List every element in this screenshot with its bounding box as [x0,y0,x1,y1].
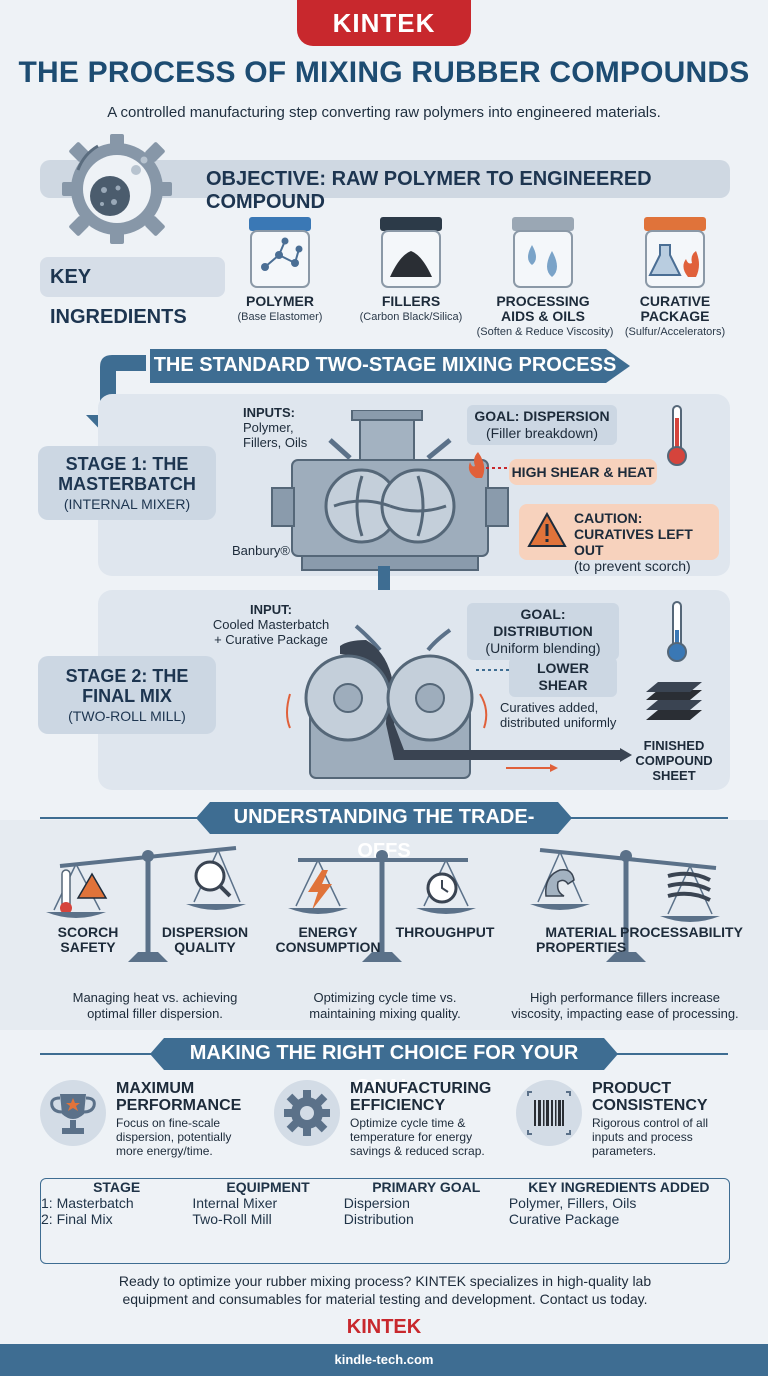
ingredient-name: PROCESSING AIDS & OILS [496,293,590,324]
table-cell: Polymer, Fillers, Oils [508,1195,637,1211]
stage2-sub: (TWO-ROLL MILL) [68,708,186,724]
choices-banner-shape [40,1038,728,1070]
tradeoff-left: ENERGY CONSUMPTION [275,924,381,955]
tradeoff-description: Optimizing cycle time vs.maintaining mix… [309,990,461,1021]
stage2-input: INPUT:Cooled Masterbatch+ Curative Packa… [212,602,330,647]
tradeoff-left: SCORCH SAFETY [57,924,119,955]
gear-mixing-icon [58,130,176,248]
rubber-sheet-stack-icon [646,682,702,720]
fillers-jar-icon [376,215,446,291]
call-to-action: Ready to optimize your rubber mixing pro… [118,1273,652,1307]
table-row: 1: Masterbatch Internal Mixer Dispersion… [41,1195,729,1211]
gear-icon [274,1080,340,1146]
ingredient-sub: (Sulfur/Accelerators) [624,326,726,338]
scale-icon [288,850,476,962]
stage2-label: STAGE 2: THE FINAL MIX (TWO-ROLL MILL) [38,656,216,734]
stage1-label: STAGE 1: THE MASTERBATCH (INTERNAL MIXER… [38,446,216,520]
table-header: EQUIPMENT [226,1179,310,1195]
stage1-goal: GOAL: DISPERSION(Filler breakdown) [467,405,617,445]
scale-icon [46,846,246,962]
stage2-title: STAGE 2: THE FINAL MIX [65,666,189,706]
scale-icon [530,848,720,962]
ingredient-sub: (Soften & Reduce Viscosity) [476,326,614,338]
polymer-jar-icon [245,215,315,291]
table-header: STAGE [93,1179,141,1195]
flame-icon [468,452,485,478]
table-header: KEY INGREDIENTS ADDED [528,1179,710,1195]
table-cell: 1: Masterbatch [41,1195,134,1211]
objective-text: OBJECTIVE: RAW POLYMER TO ENGINEERED COM… [206,168,652,213]
summary-table: STAGE EQUIPMENT PRIMARY GOAL KEY INGREDI… [40,1178,730,1264]
ingredient-name: FILLERS [381,293,441,309]
choice-description: Optimize cycle time &temperature for ene… [350,1116,485,1158]
page-subtitle: A controlled manufacturing step converti… [107,104,661,121]
dotted-connector [476,669,510,671]
footer-url-link[interactable]: kindle-tech.com [334,1352,434,1367]
stage2-goal: GOAL: DISTRIBUTION(Uniform blending) [467,603,619,660]
caution-text: CAUTION: CURATIVES LEFT OUT(to prevent s… [574,510,693,574]
trophy-icon [40,1080,106,1146]
tradeoff-right: THROUGHPUT [395,924,495,940]
footer-brand-logo: KINTEK [346,1316,422,1338]
key-ingredients-heading: KEY INGREDIENTS [40,257,225,328]
ingredient-sub: (Carbon Black/Silica) [359,311,463,323]
tradeoffs-banner-shape [40,802,728,834]
process-banner: THE STANDARD TWO-STAGE MIXING PROCESS [153,354,617,376]
barcode-icon [516,1080,582,1146]
oils-jar-icon [508,215,578,291]
internal-mixer-illustration [271,410,509,571]
tradeoff-right: DISPERSION QUALITY [161,924,249,955]
thermometer-cool-icon [667,601,687,662]
tradeoffs-banner: UNDERSTANDING THE TRADE-OFFS [233,806,535,862]
table-cell: Distribution [343,1211,414,1227]
warning-icon [527,512,567,547]
finished-compound-label: FINISHED COMPOUND SHEET [635,738,713,783]
two-roll-mill-illustration [286,624,632,779]
choices-banner: MAKING THE RIGHT CHOICE FOR YOUR GOAL [189,1042,579,1098]
table-cell: Two-Roll Mill [192,1211,272,1227]
banbury-label: Banbury® [232,543,290,558]
stage2-note: Curatives added,distributed uniformly [500,700,617,730]
stage1-inputs: INPUTS:Polymer, Fillers, Oils [243,405,308,450]
tradeoff-right: PROCESSABILITY [620,924,743,940]
lower-shear-badge: LOWER SHEAR [509,657,617,697]
table-cell: Dispersion [343,1195,410,1211]
stage1-title: STAGE 1: THE MASTERBATCH [58,454,196,494]
stage1-sub: (INTERNAL MIXER) [63,496,191,512]
table-row: 2: Final Mix Two-Roll Mill Distribution … [41,1211,729,1227]
thermometer-hot-icon [667,405,687,466]
ingredient-name: CURATIVE PACKAGE [639,293,711,324]
table-cell: 2: Final Mix [41,1211,113,1227]
brand-logo: KINTEK [297,0,471,46]
footer-band [0,1344,768,1376]
tradeoff-left: MATERIAL PROPERTIES [536,924,627,955]
table-cell: Internal Mixer [192,1195,278,1211]
curative-jar-icon [640,215,710,291]
dotted-connector [486,467,510,469]
page-title: THE PROCESS OF MIXING RUBBER COMPOUNDS [18,56,750,89]
table-cell: Curative Package [508,1211,620,1227]
ingredient-sub: (Base Elastomer) [237,311,323,323]
ingredient-name: POLYMER [246,293,314,309]
table-header: PRIMARY GOAL [372,1179,481,1195]
high-shear-badge: HIGH SHEAR & HEAT [509,459,657,485]
